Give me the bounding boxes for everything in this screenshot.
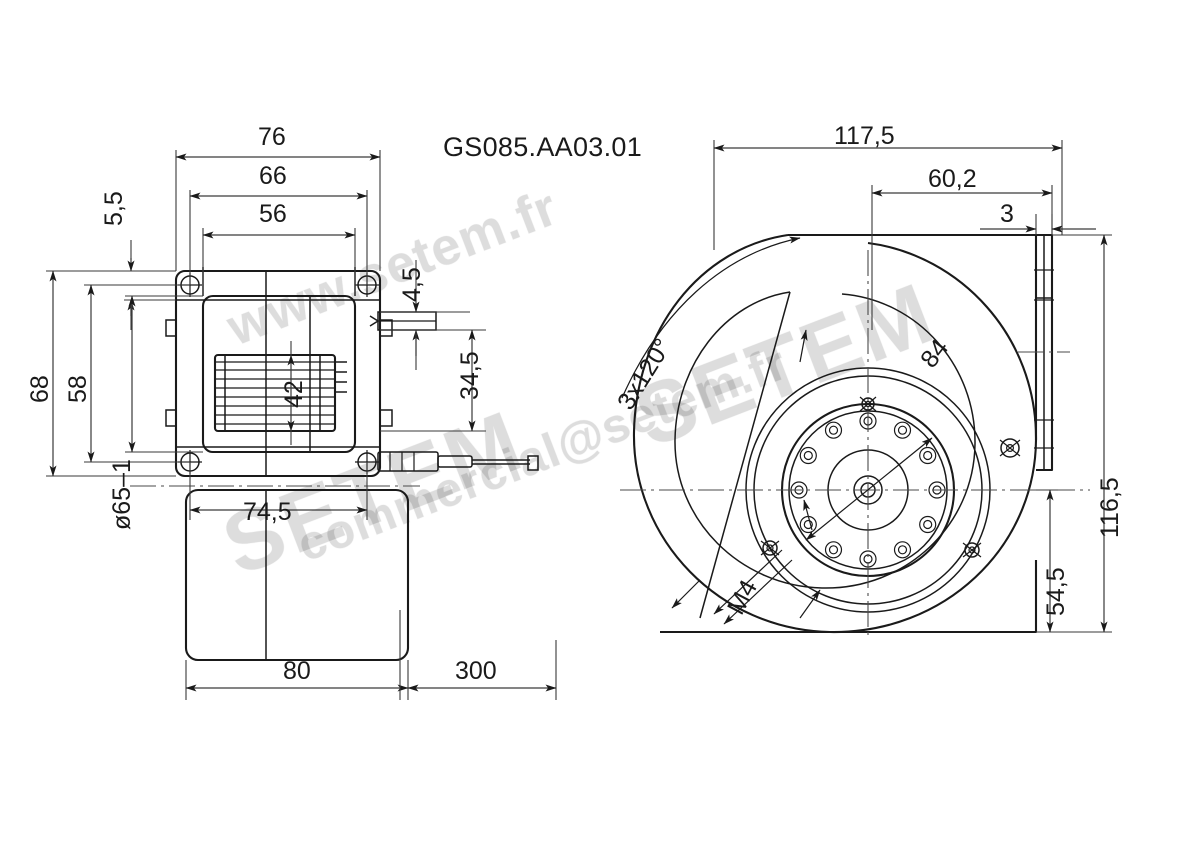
dim-label-d65: ø65–1	[108, 459, 136, 530]
scroll-bottom-edge	[660, 560, 1038, 634]
dim-label-68: 68	[26, 375, 54, 403]
housing-outer-flange	[174, 269, 382, 478]
dim-label-56: 56	[259, 200, 287, 228]
dim-label-3: 3	[1000, 200, 1014, 228]
mounting-boss-right-mid	[962, 542, 982, 558]
lug-right-upper	[380, 319, 393, 337]
dim-label-74-5: 74,5	[243, 498, 292, 526]
dim-label-116-5: 116,5	[1096, 477, 1124, 538]
dim-label-117-5: 117,5	[834, 122, 895, 150]
motor-fin-block	[213, 353, 347, 433]
dim-label-42: 42	[280, 380, 308, 408]
lug-left-upper	[165, 319, 176, 337]
lug-left-lower	[165, 409, 176, 427]
dim-label-34-5: 34,5	[456, 351, 484, 400]
side-view-geometry	[620, 233, 1090, 640]
mounting-boss-top	[859, 396, 877, 412]
scroll-volute-inner	[674, 291, 976, 589]
bolt-circle-leader	[805, 437, 933, 541]
dim-label-80: 80	[283, 657, 311, 685]
mounting-bracket	[1018, 233, 1070, 472]
housing-inner-body	[201, 294, 357, 454]
m4-leader-d	[799, 589, 821, 619]
front-view-dimensions	[46, 150, 557, 700]
leader-inner	[803, 499, 813, 531]
m4-leader-c	[671, 579, 701, 609]
dim-label-300: 300	[455, 657, 497, 685]
m4-leader-a	[713, 549, 783, 615]
drawing-title: GS085.AA03.01	[443, 132, 643, 162]
dim-label-54-5: 54,5	[1042, 567, 1070, 616]
leader-top-boss	[799, 329, 808, 363]
cable-assembly	[377, 451, 539, 472]
mounting-boss-lower-left	[760, 540, 780, 556]
dim-label-4-5: 4,5	[398, 267, 426, 302]
lug-right-lower	[380, 409, 393, 427]
mounting-boss-lower-right	[999, 438, 1021, 458]
lower-body-extension	[184, 488, 410, 662]
dim-label-60-2: 60,2	[928, 165, 977, 193]
m4-leader-b	[723, 559, 793, 625]
side-view-dimensions	[713, 140, 1112, 633]
dim-label-5-5: 5,5	[100, 191, 128, 226]
dim-label-66: 66	[259, 162, 287, 190]
dim-label-58: 58	[64, 375, 92, 403]
front-view-geometry	[130, 267, 539, 662]
dim-label-76: 76	[258, 123, 286, 151]
angle-arc-3x120	[621, 236, 801, 399]
scroll-cutoff-tongue	[699, 291, 791, 619]
